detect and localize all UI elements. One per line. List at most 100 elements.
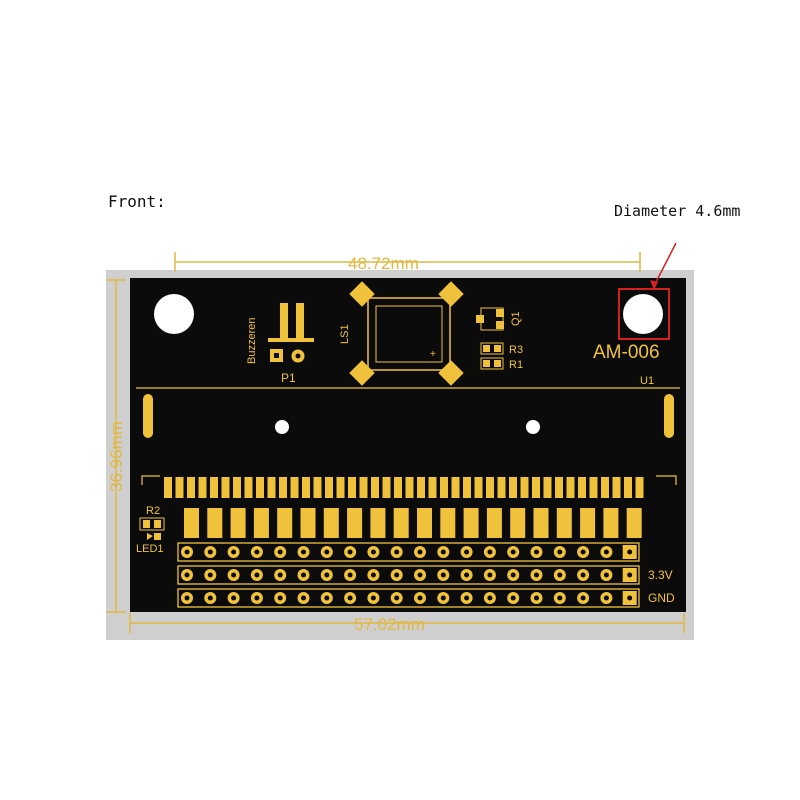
pin-hole [534, 595, 539, 601]
q1-label: Q1 [510, 311, 522, 326]
edge-finger [532, 477, 540, 498]
pin-hole [347, 572, 353, 578]
gpio-pad [463, 508, 479, 538]
pin-row-outline [177, 565, 640, 585]
pin-hole [534, 572, 539, 578]
pin-hole [417, 549, 423, 555]
edge-finger [578, 477, 586, 498]
edge-finger [267, 477, 276, 498]
edge-finger [417, 477, 425, 498]
pin-hole [207, 572, 213, 578]
pin-hole [394, 549, 400, 555]
pin-hole [277, 595, 283, 601]
pin-hole [557, 549, 563, 555]
pin-hole [603, 595, 609, 601]
pin-hole [301, 572, 306, 578]
pin-hole [184, 549, 190, 555]
edge-finger [210, 477, 218, 498]
led-footprint [139, 517, 165, 540]
edge-finger [451, 477, 460, 498]
gpio-pad [556, 508, 572, 538]
pin-hole [324, 549, 330, 555]
pin-hole [417, 572, 423, 578]
edge-finger [543, 477, 552, 498]
edge-finger [187, 477, 195, 498]
resistor-footprints [480, 342, 504, 370]
pin-hole [207, 549, 213, 555]
arrow-head-icon [650, 280, 658, 290]
diameter-arrow [653, 242, 677, 287]
pin-hole [184, 572, 190, 578]
pin-hole [301, 549, 306, 555]
model-label: AM-006 [593, 342, 660, 363]
q1-footprint [476, 307, 504, 331]
edge-finger [612, 477, 621, 498]
edge-finger [233, 477, 241, 498]
gpio-pad [184, 508, 199, 538]
edge-finger [371, 477, 379, 498]
pin-hole [231, 572, 237, 578]
gpio-pad [603, 508, 619, 538]
edge-finger [394, 477, 402, 498]
pin-hole [324, 595, 330, 601]
pin-hole [440, 595, 446, 601]
edge-finger [405, 477, 414, 498]
buzzer-label: Buzzeren [246, 318, 258, 364]
pin-hole [510, 595, 516, 601]
pin-hole [580, 595, 586, 601]
pin-hole [487, 549, 493, 555]
ls1-label: LS1 [339, 324, 351, 344]
pin-hole [394, 595, 400, 601]
edge-finger [221, 477, 230, 498]
dimension-height: 36.96mm [107, 421, 126, 492]
pin-hole [301, 595, 306, 601]
mounting-hole-left [154, 294, 194, 334]
buzzer-header [268, 303, 314, 363]
gpio-pad [277, 508, 293, 538]
diameter-highlight-box [618, 288, 670, 340]
edge-connector [164, 477, 644, 498]
edge-finger [382, 477, 391, 498]
edge-finger [175, 477, 184, 498]
slot-hole-left [275, 420, 289, 434]
pin-hole [603, 549, 609, 555]
pin-hole [510, 572, 516, 578]
pin-hole [627, 572, 633, 578]
edge-finger [635, 477, 644, 498]
gpio-pad [370, 508, 386, 538]
r2-label: R2 [146, 505, 160, 517]
edge-finger [520, 477, 529, 498]
pin-hole [254, 572, 260, 578]
edge-finger [428, 477, 437, 498]
dimension-lines [106, 252, 685, 633]
edge-finger [256, 477, 264, 498]
edge-finger [290, 477, 299, 498]
edge-finger [486, 477, 494, 498]
slot-hole-right [526, 420, 540, 434]
p1-label: P1 [281, 371, 296, 385]
pin-hole [534, 549, 539, 555]
dimension-top: 48.72mm [348, 254, 419, 273]
slot-pad-left [143, 394, 153, 438]
edge-finger [497, 477, 506, 498]
edge-finger [566, 477, 575, 498]
pin-hole [324, 572, 330, 578]
edge-finger [509, 477, 517, 498]
edge-finger [325, 477, 333, 498]
pin-hole [370, 549, 376, 555]
gpio-pad [580, 508, 596, 538]
gpio-pad [207, 508, 223, 538]
gnd-label: GND [648, 591, 675, 605]
pin-header [177, 542, 640, 608]
pin-hole [370, 572, 376, 578]
gpio-pad [533, 508, 549, 538]
pin-hole [557, 572, 563, 578]
gpio-pad [300, 508, 316, 538]
gpio-pads [184, 508, 642, 538]
pin-hole [440, 572, 446, 578]
pin-hole [627, 595, 633, 601]
edge-outline-right [656, 475, 677, 485]
edge-finger [463, 477, 471, 498]
edge-finger [244, 477, 253, 498]
edge-finger [474, 477, 483, 498]
